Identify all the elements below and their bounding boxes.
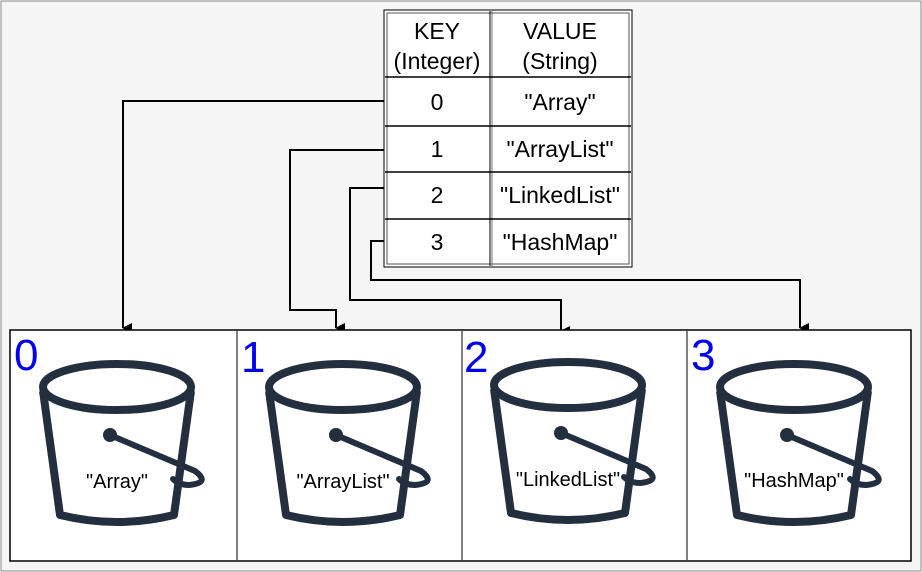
connector-key-0 <box>122 100 385 333</box>
key-value-table: KEY (Integer) VALUE (String) 0 "Array" 1… <box>383 9 633 268</box>
connector-key-1 <box>289 149 385 333</box>
connectors <box>122 100 809 336</box>
row-0-key: 0 <box>431 89 444 115</box>
row-3-value: "HashMap" <box>503 229 618 255</box>
row-3-key: 3 <box>431 229 444 255</box>
bucket-0: 0 "Array" <box>14 331 202 522</box>
bucket-3-index: 3 <box>691 331 715 380</box>
bucket-2-label: "LinkedList" <box>516 469 620 491</box>
row-0-value: "Array" <box>524 89 595 115</box>
bucket-3-label: "HashMap" <box>744 470 844 492</box>
connector-key-2 <box>349 187 570 336</box>
row-1-key: 1 <box>431 136 444 162</box>
bucket-1-label: "ArrayList" <box>296 471 389 493</box>
row-1-value: "ArrayList" <box>506 136 613 162</box>
header-key-line2: (Integer) <box>394 48 481 74</box>
bucket-2: 2 "LinkedList" <box>464 333 653 520</box>
bucket-1-index: 1 <box>241 333 265 382</box>
connector-key-3 <box>370 240 809 333</box>
header-key-line1: KEY <box>414 18 460 44</box>
row-2-value: "LinkedList" <box>500 182 620 208</box>
header-value-line2: (String) <box>522 48 597 74</box>
bucket-3: 3 "HashMap" <box>691 331 879 522</box>
header-value-line1: VALUE <box>523 18 597 44</box>
row-2-key: 2 <box>431 182 444 208</box>
table-frame <box>383 9 633 268</box>
bucket-0-index: 0 <box>14 331 38 380</box>
bucket-0-label: "Array" <box>86 471 148 493</box>
bucket-1: 1 "ArrayList" <box>241 333 428 522</box>
bucket-array: 0 "Array" 1 "ArrayList" 2 "LinkedList" 3… <box>9 329 912 562</box>
bucket-2-index: 2 <box>464 333 488 382</box>
